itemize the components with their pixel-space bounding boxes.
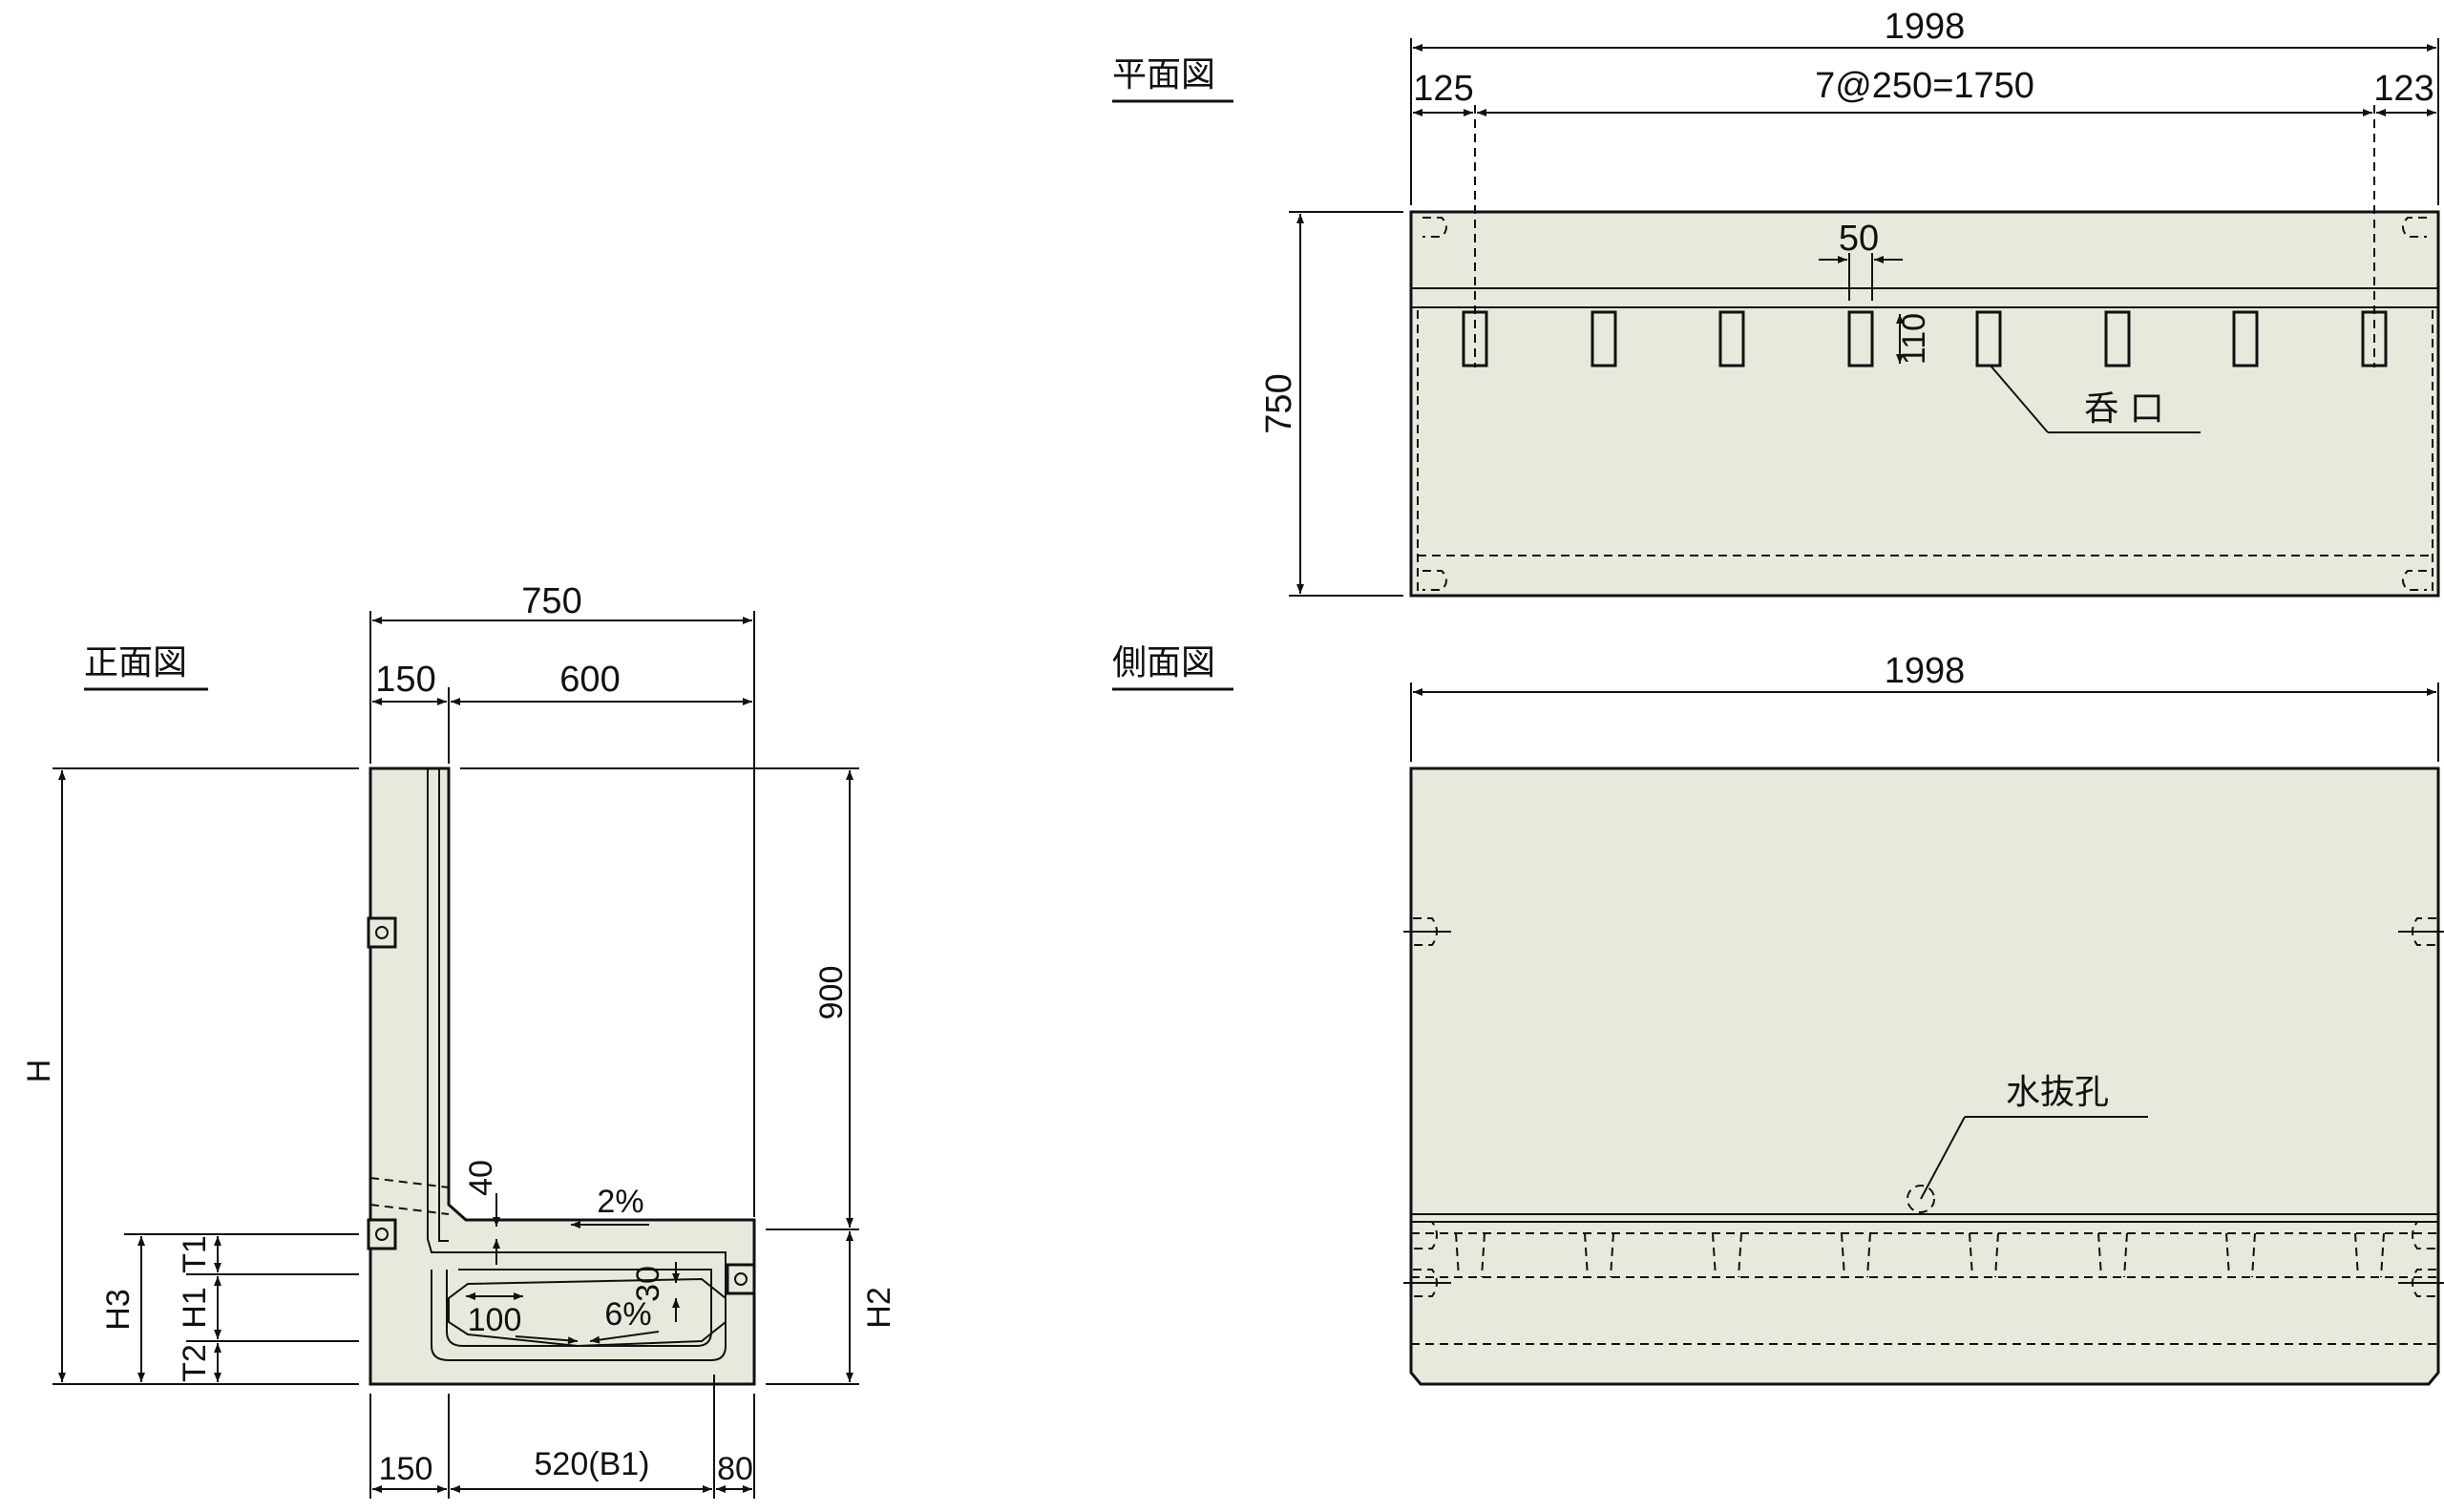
front-view-title: 正面図 [84,643,187,682]
dim-top-span: 600 [559,660,620,700]
dim-bottom-span: 520(B1) [535,1446,650,1482]
inlet-slot [2232,310,2259,368]
plan-pitch: 7@250=1750 [1815,66,2034,106]
inlet-slot [1975,310,2002,368]
dim-H: H [21,1060,57,1083]
dim-inner-100: 100 [468,1302,522,1338]
side-view-body [1409,766,2440,1386]
inlet-slot [1718,310,1745,368]
front-channel-outer [431,1251,727,1361]
hidden-slot [1841,1232,1871,1278]
slope-arrow-bottom [589,1331,660,1344]
slope-bottom: 6% [604,1296,651,1333]
plan-corner-dash [1422,217,1447,238]
dim-bottom-wall: 150 [379,1451,433,1487]
inlet-label: 呑 口 [2084,389,2163,429]
plan-corner-dash [2402,570,2427,591]
front-view-body [369,766,756,1386]
front-inner-wall-line [427,768,449,1253]
hidden-slot [1455,1232,1485,1278]
hidden-slot [2097,1232,2128,1278]
side-lift-hole [2412,1221,2436,1250]
dim-height: 900 [813,966,850,1020]
front-inner-wall-line2 [438,768,449,1242]
plan-corner-dash [2402,217,2427,238]
plan-view-body [1409,210,2440,598]
front-insert-lower [367,1218,397,1250]
plan-right: 123 [2373,69,2433,109]
dim-bottom-right: 80 [717,1451,753,1487]
drain-label: 水抜孔 [2006,1073,2109,1112]
plan-view: 平面図 1998 [1112,7,2440,598]
dim-T2: T2 [177,1344,213,1382]
inlet-slot [1591,310,1617,368]
side-length: 1998 [1885,651,1966,691]
drain-hole [1907,1185,1935,1213]
plan-length: 1998 [1885,7,1966,47]
drain-leader [1920,1116,1966,1200]
side-inlet-hidden [1455,1232,2385,1278]
plan-corner-dash [1422,570,1447,591]
inlet-leader [1990,365,2049,433]
front-void [448,1277,727,1348]
plan-slot-w: 50 [1839,219,1879,259]
dim-T1: T1 [177,1235,213,1273]
hidden-slot [1584,1232,1614,1278]
front-insert-lower-circle [375,1228,389,1241]
plan-left: 125 [1413,69,1473,109]
side-lift-hole [1413,1221,1438,1250]
inlet-slot [1847,310,1874,368]
dim-groove: 40 [463,1160,499,1196]
front-view: 正面図 [21,581,897,1499]
front-dash-1 [369,1177,450,1188]
front-insert-upper-circle [375,926,389,939]
slope-top: 2% [597,1184,643,1220]
side-view: 側面図 水抜孔 [1112,643,2444,1386]
hidden-slot [2225,1232,2256,1278]
dim-H1: H1 [177,1287,213,1328]
dim-H3: H3 [100,1289,137,1330]
slope-arrow-bottom-left [515,1335,579,1345]
plan-width: 750 [1259,373,1299,433]
hidden-slot [1712,1232,1742,1278]
front-dash-2 [369,1204,450,1215]
plan-view-title: 平面図 [1112,55,1215,94]
dim-inner-30: 30 [630,1266,666,1302]
front-channel-inner [446,1269,712,1347]
dim-H2: H2 [861,1287,897,1328]
front-insert-right [726,1263,756,1295]
dim-overall-width: 750 [521,581,581,621]
hidden-slot [1969,1232,1999,1278]
plan-slot-h: 110 [1896,313,1932,365]
inlet-slot [2104,310,2131,368]
front-insert-right-circle [734,1272,748,1286]
dim-wall: 150 [375,660,435,700]
hidden-slot [2354,1232,2385,1278]
side-view-title: 側面図 [1112,643,1215,682]
front-insert-upper [367,916,397,949]
